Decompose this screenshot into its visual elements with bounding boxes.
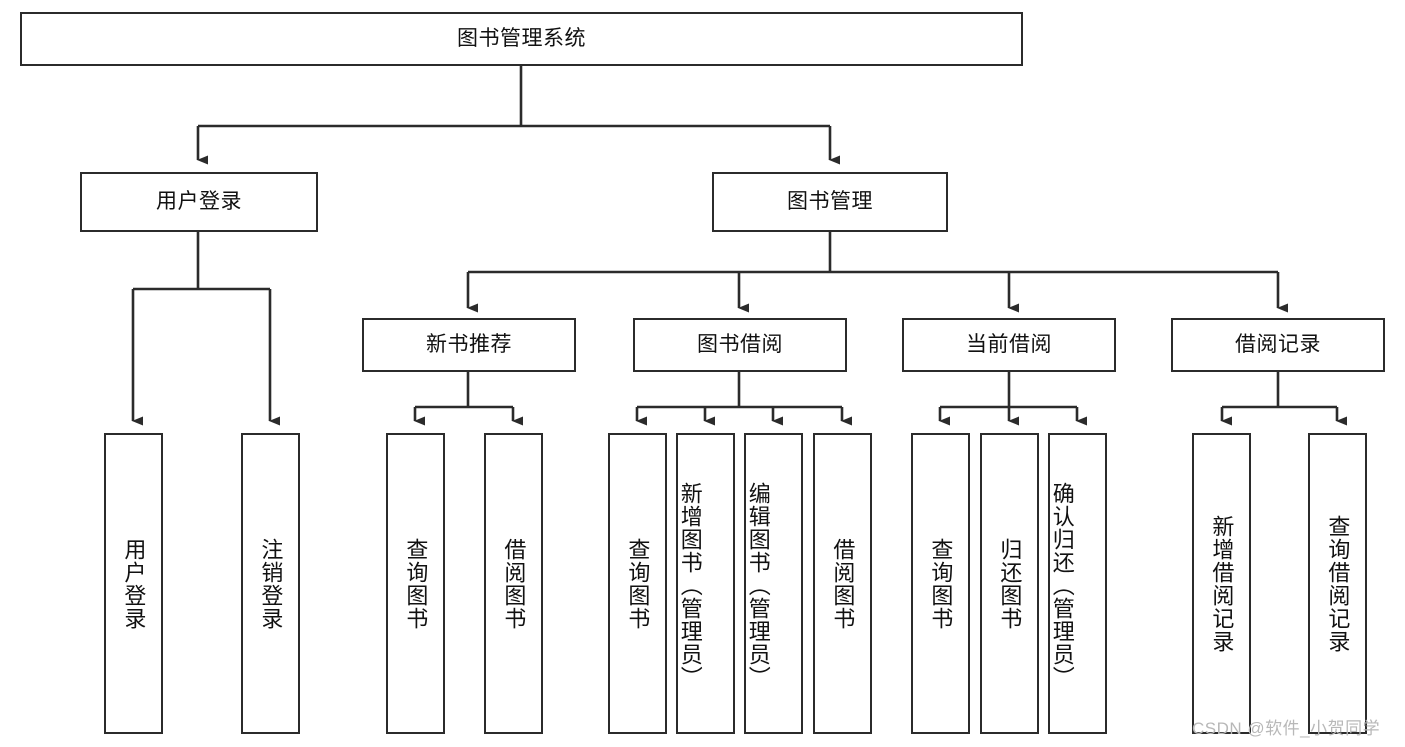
leaf-query-book-borrow[interactable]: 查询图书 xyxy=(608,433,667,734)
node-label: 新书推荐 xyxy=(426,332,512,356)
node-current-borrow[interactable]: 当前借阅 xyxy=(902,318,1116,372)
leaf-edit-book-admin[interactable]: 编辑图书（管理员） xyxy=(744,433,803,734)
node-label: 当前借阅 xyxy=(966,332,1052,356)
leaf-borrow-book-new-books[interactable]: 借阅图书 xyxy=(484,433,543,734)
leaf-query-borrow-record[interactable]: 查询借阅记录 xyxy=(1308,433,1367,734)
node-label: 新增图书（管理员） xyxy=(677,482,703,689)
node-label: 编辑图书（管理员） xyxy=(745,482,771,689)
node-label: 图书借阅 xyxy=(697,332,783,356)
node-label: 确认归还（管理员） xyxy=(1049,482,1075,689)
node-label: 查询借阅记录 xyxy=(1325,514,1351,653)
node-label: 查询图书 xyxy=(928,537,954,630)
leaf-logout[interactable]: 注销登录 xyxy=(241,433,300,734)
node-root-book-management-system[interactable]: 图书管理系统 xyxy=(20,12,1023,66)
node-label: 借阅图书 xyxy=(501,537,527,630)
node-book-borrow[interactable]: 图书借阅 xyxy=(633,318,847,372)
leaf-query-book-new-books[interactable]: 查询图书 xyxy=(386,433,445,734)
leaf-query-book-current[interactable]: 查询图书 xyxy=(911,433,970,734)
node-label: 注销登录 xyxy=(258,537,284,630)
node-label: 归还图书 xyxy=(997,537,1023,630)
csdn-watermark: CSDN @软件_小贺同学 xyxy=(1192,719,1381,738)
node-label: 图书管理 xyxy=(787,189,873,213)
node-borrow-records[interactable]: 借阅记录 xyxy=(1171,318,1385,372)
node-new-book-recommendation[interactable]: 新书推荐 xyxy=(362,318,576,372)
node-label: 借阅图书 xyxy=(830,537,856,630)
leaf-add-borrow-record[interactable]: 新增借阅记录 xyxy=(1192,433,1251,734)
leaf-user-login[interactable]: 用户登录 xyxy=(104,433,163,734)
node-label: 查询图书 xyxy=(403,537,429,630)
node-user-login[interactable]: 用户登录 xyxy=(80,172,318,232)
node-label: 图书管理系统 xyxy=(457,26,586,50)
node-label: 新增借阅记录 xyxy=(1209,514,1235,653)
node-book-management[interactable]: 图书管理 xyxy=(712,172,948,232)
node-label: 用户登录 xyxy=(156,189,242,213)
leaf-add-book-admin[interactable]: 新增图书（管理员） xyxy=(676,433,735,734)
node-label: 用户登录 xyxy=(121,537,147,630)
leaf-borrow-book-borrow[interactable]: 借阅图书 xyxy=(813,433,872,734)
node-label: 查询图书 xyxy=(625,537,651,630)
leaf-return-book[interactable]: 归还图书 xyxy=(980,433,1039,734)
leaf-confirm-return-admin[interactable]: 确认归还（管理员） xyxy=(1048,433,1107,734)
node-label: 借阅记录 xyxy=(1235,332,1321,356)
